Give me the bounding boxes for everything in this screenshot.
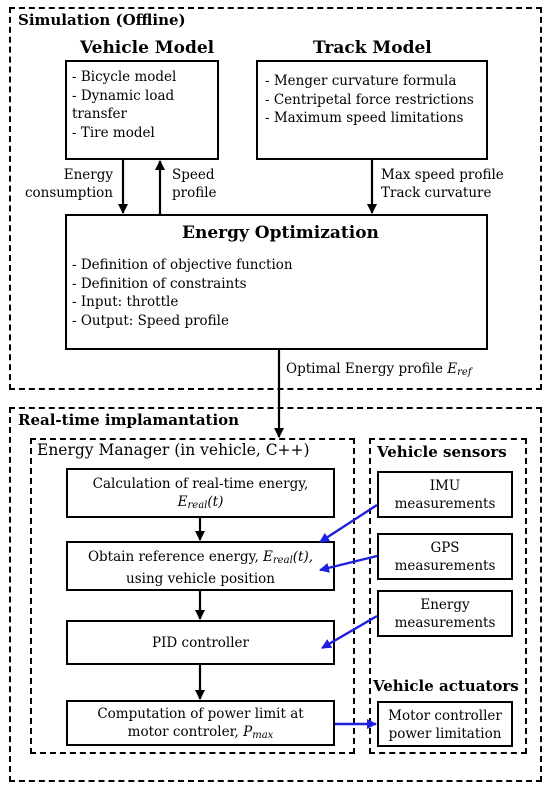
obtain-energy-line2: using vehicle position	[126, 571, 275, 587]
calc-energy-line: Calculation of real-time energy,	[92, 476, 309, 492]
power-limit-symbol: P	[243, 724, 253, 740]
calc-energy-symbol: E	[177, 494, 188, 510]
energy-optimization-item: - Definition of objective function	[72, 257, 293, 273]
energy-optimization-item: - Input: throttle	[72, 294, 179, 310]
vehicle-model-box: - Bicycle model - Dynamic load transfer …	[65, 60, 219, 160]
energy-optimization-box: Energy Optimization - Definition of obje…	[65, 214, 488, 350]
gps-box: GPS measurements	[377, 533, 513, 580]
obtain-energy-sub: real	[272, 555, 293, 566]
realtime-region	[9, 407, 542, 782]
imu-line: measurements	[394, 496, 496, 512]
calc-energy-box: Calculation of real-time energy, Ereal(t…	[66, 468, 335, 518]
energy-optimization-item: - Output: Speed profile	[72, 312, 229, 329]
obtain-energy-label: Obtain reference energy,	[87, 549, 264, 565]
imu-box: IMU measurements	[377, 471, 513, 518]
energy-manager-region	[30, 438, 355, 754]
motor-controller-box: Motor controller power limitation	[377, 701, 513, 747]
energy-sensor-box: Energy measurements	[377, 590, 513, 637]
vehicle-model-title: Vehicle Model	[80, 38, 215, 58]
energy-consumption-line: consumption	[24, 185, 113, 201]
energy-consumption-line: Energy	[63, 167, 113, 183]
optimal-energy-label: Optimal Energy profile Eref	[286, 360, 472, 382]
calc-energy-arg: (t)	[207, 494, 224, 510]
obtain-energy-box: Obtain reference energy, Ereal(t), using…	[66, 541, 335, 591]
vehicle-model-item: transfer	[72, 106, 127, 122]
motor-controller-text: Motor controller power limitation	[379, 707, 511, 743]
power-limit-line2: motor controler, Pmax	[68, 723, 333, 745]
power-limit-text: Computation of power limit at motor cont…	[68, 705, 333, 745]
optimal-energy-symbol: E	[447, 361, 458, 377]
power-limit-sub: max	[252, 730, 274, 741]
vehicle-actuators-title: Vehicle actuators	[373, 677, 519, 695]
pid-controller-box: PID controller	[66, 620, 335, 665]
calc-energy-sub: real	[187, 500, 208, 511]
track-model-box: - Menger curvature formula - Centripetal…	[256, 60, 488, 160]
optimal-energy-text: Optimal Energy profile	[286, 361, 448, 377]
motor-controller-line: power limitation	[388, 726, 502, 742]
max-speed-profile-line: Max speed profile	[381, 167, 504, 183]
calc-energy-line2: Ereal(t)	[68, 493, 333, 515]
simulation-region	[9, 7, 542, 390]
speed-profile-line: profile	[172, 185, 217, 201]
gps-text: GPS measurements	[379, 539, 511, 575]
max-speed-profile-label: Max speed profile Track curvature	[381, 166, 504, 202]
energy-consumption-label: Energy consumption	[20, 166, 113, 202]
obtain-energy-arg: (t),	[292, 549, 314, 565]
speed-profile-label: Speed profile	[172, 166, 217, 202]
vehicle-model-item: - Tire model	[72, 124, 155, 141]
max-speed-profile-line: Track curvature	[381, 185, 492, 201]
power-limit-line1: Computation of power limit at	[97, 706, 304, 722]
simulation-title: Simulation (Offline)	[18, 11, 186, 29]
vehicle-model-list: - Bicycle model - Dynamic load transfer …	[72, 68, 176, 142]
energy-sensor-arrow	[321, 614, 378, 650]
track-model-item: - Centripetal force restrictions	[265, 91, 474, 108]
energy-optimization-item: - Definition of constraints	[72, 275, 247, 292]
energy-manager-title: Energy Manager (in vehicle, C++)	[37, 441, 310, 459]
vehicle-model-item: - Dynamic load	[72, 87, 175, 104]
optimal-energy-sub: ref	[457, 367, 472, 378]
imu-text: IMU measurements	[379, 477, 511, 513]
gps-arrow	[319, 554, 378, 573]
gps-line: measurements	[394, 558, 496, 574]
obtain-energy-text: Obtain reference energy, Ereal(t), using…	[68, 548, 333, 588]
imu-arrow	[319, 503, 378, 544]
motor-controller-line: Motor controller	[388, 708, 502, 724]
track-model-list: - Menger curvature formula - Centripetal…	[265, 72, 474, 128]
calc-energy-text: Calculation of real-time energy, Ereal(t…	[68, 475, 333, 515]
energy-sensor-text: Energy measurements	[379, 596, 511, 632]
obtain-energy-line1: Obtain reference energy, Ereal(t),	[68, 548, 333, 570]
imu-line: IMU	[429, 478, 461, 494]
energy-optimization-title: Energy Optimization	[182, 223, 379, 243]
energy-optimization-list: - Definition of objective function - Def…	[72, 256, 293, 330]
vehicle-sensors-region	[369, 438, 527, 754]
speed-profile-line: Speed	[172, 167, 215, 183]
energy-sensor-line: measurements	[394, 615, 496, 631]
realtime-title: Real-time implamantation	[18, 411, 240, 429]
obtain-energy-symbol: E	[263, 549, 273, 565]
track-model-item: - Maximum speed limitations	[265, 110, 464, 126]
gps-line: GPS	[430, 540, 460, 556]
vehicle-sensors-title: Vehicle sensors	[377, 443, 507, 461]
power-limit-label: motor controler,	[127, 724, 244, 740]
power-limit-box: Computation of power limit at motor cont…	[66, 700, 335, 746]
track-model-title: Track Model	[313, 38, 432, 58]
track-model-item: - Menger curvature formula	[265, 73, 457, 89]
energy-sensor-line: Energy	[420, 597, 470, 613]
vehicle-model-item: - Bicycle model	[72, 69, 177, 85]
pid-controller-text: PID controller	[152, 635, 249, 651]
